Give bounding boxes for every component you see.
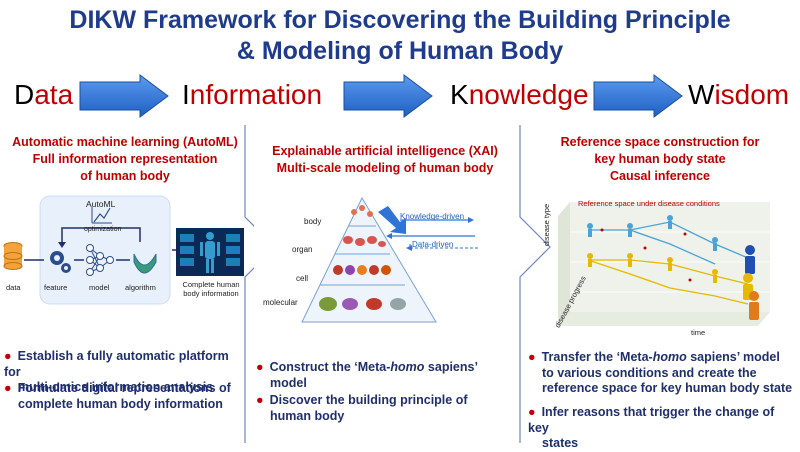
pyramid-level-organ: organ <box>292 245 313 254</box>
axis-time: time <box>691 328 706 337</box>
loss-surface-icon <box>133 253 157 274</box>
arrow-knowledge-to-wisdom <box>593 74 683 118</box>
multiscale-pyramid <box>254 192 514 328</box>
neural-network-icon <box>86 244 114 276</box>
automl-label: AutoML <box>86 199 116 209</box>
model-label: model <box>89 283 110 292</box>
col1-bullet-1: ●Establish a fully automatic platform fo… <box>4 349 229 394</box>
algorithm-label: algorithm <box>125 283 156 292</box>
col2-bullet-1: ●Construct the ‘Meta-homo sapiens’ model <box>256 360 478 390</box>
data-driven-label: Data-driven <box>412 240 454 249</box>
col3-heading: Reference space construction for key hum… <box>560 135 760 183</box>
automl-diagram <box>3 195 244 305</box>
col1-heading: Automatic machine learning (AutoML) Full… <box>12 135 238 183</box>
data-label: data <box>6 283 21 292</box>
axis-disease-type: disease type <box>542 203 551 246</box>
page-title-line2: & Modeling of Human Body <box>236 37 564 65</box>
knowledge-driven-label: Knowledge-driven <box>400 212 465 221</box>
dikw-data-label: Data <box>14 79 74 110</box>
person-icon-blue <box>745 245 755 274</box>
col3-bullet-2: ●Infer reasons that trigger the change o… <box>528 405 775 450</box>
arrow-data-to-information <box>79 74 169 118</box>
gear-icon <box>50 251 71 273</box>
arrow-information-to-knowledge <box>343 74 433 118</box>
pyramid-level-body: body <box>304 217 322 226</box>
person-icon-orange <box>749 291 759 320</box>
col2-bullet-2: ●Discover the building principle of huma… <box>256 393 468 423</box>
feature-label: feature <box>44 283 68 292</box>
dikw-knowledge-label: Knowledge <box>450 79 589 110</box>
reference-space-caption: Reference space under disease conditions <box>578 199 720 208</box>
optimization-chart-icon <box>93 207 111 223</box>
pyramid-level-molecular: molecular <box>263 298 298 307</box>
dikw-information-label: Information <box>182 79 323 110</box>
page-title-line1: DIKW Framework for Discovering the Build… <box>69 6 731 34</box>
database-icon <box>3 242 23 270</box>
optimization-label: optimization <box>84 226 122 233</box>
pyramid-level-cell: cell <box>296 274 309 283</box>
col1-bullet-2: ●Formulate digital representations of co… <box>4 381 231 411</box>
person-markers <box>587 215 718 283</box>
dikw-wisdom-label: Wisdom <box>688 79 790 110</box>
col2-heading: Explainable artificial intelligence (XAI… <box>272 144 498 175</box>
col3-bullet-1: ●Transfer the ‘Meta-homo sapiens’ model … <box>528 350 793 395</box>
reference-space-diagram <box>558 202 770 326</box>
